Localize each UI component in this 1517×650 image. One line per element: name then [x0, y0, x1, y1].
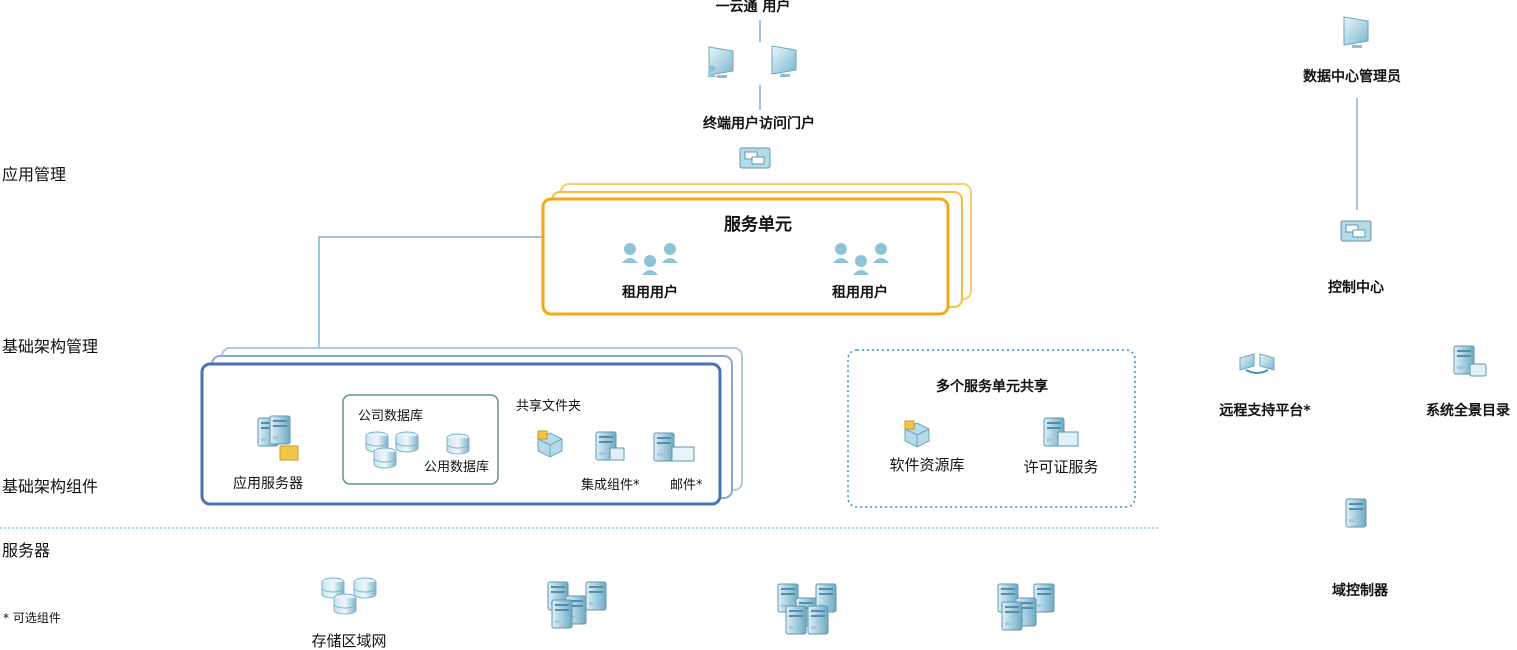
server-cluster-icon [777, 583, 837, 635]
shared-folder-label: 共享文件夹 [516, 399, 582, 414]
optional-note: * 可选组件 [3, 611, 61, 625]
layer-servers: 服务器 [2, 541, 51, 560]
software-repo-label: 软件资源库 [889, 456, 965, 474]
software-repo-icon [904, 420, 930, 448]
mail-icon [653, 432, 695, 462]
cloud-users-label: 一云通 用户 [715, 0, 791, 15]
portal-label: 终端用户访问门户 [703, 116, 815, 132]
san-label: 存储区域网 [311, 632, 387, 650]
domain-controller-label: 域控制器 [1332, 583, 1388, 599]
company-db-label: 公司数据库 [358, 409, 424, 424]
server-cluster-icon [997, 583, 1055, 631]
integration-label: 集成组件* [581, 478, 640, 493]
user-monitor-icon [771, 45, 797, 78]
mail-label: 邮件* [670, 478, 703, 493]
service-unit-title: 服务单元 [724, 215, 792, 235]
user-monitor-icon [707, 46, 734, 79]
layer-infra-mgmt: 基础架构管理 [2, 337, 99, 356]
license-service-icon [1043, 417, 1079, 447]
connector-lines [318, 20, 1358, 349]
app-server-icon [257, 415, 299, 461]
remote-support-label: 远程支持平台* [1219, 403, 1311, 419]
layer-infra-components: 基础架构组件 [2, 477, 99, 496]
portal-icon [739, 147, 771, 169]
app-server-label: 应用服务器 [233, 476, 303, 492]
admin-label: 数据中心管理员 [1303, 69, 1401, 85]
shared-box-title: 多个服务单元共享 [936, 379, 1048, 395]
service-unit-stack [541, 183, 972, 316]
shared-box [847, 349, 1136, 508]
tenant-label-1: 租用用户 [622, 285, 678, 301]
admin-monitor-icon [1343, 16, 1369, 49]
system-catalog-label: 系统全景目录 [1426, 403, 1510, 419]
license-service-label: 许可证服务 [1023, 458, 1099, 476]
tenant-label-2: 租用用户 [832, 285, 888, 301]
integration-icon [595, 431, 625, 461]
control-center-icon [1340, 220, 1372, 242]
system-catalog-icon [1453, 345, 1487, 377]
san-icon [321, 577, 377, 615]
layer-app-mgmt: 应用管理 [2, 165, 67, 184]
server-cluster-icon [547, 581, 607, 629]
domain-controller-icon [1345, 498, 1367, 528]
remote-support-icon [1239, 353, 1275, 374]
public-db-icon [446, 433, 470, 455]
control-center-label: 控制中心 [1328, 280, 1384, 296]
public-db-label: 公用数据库 [424, 460, 490, 475]
